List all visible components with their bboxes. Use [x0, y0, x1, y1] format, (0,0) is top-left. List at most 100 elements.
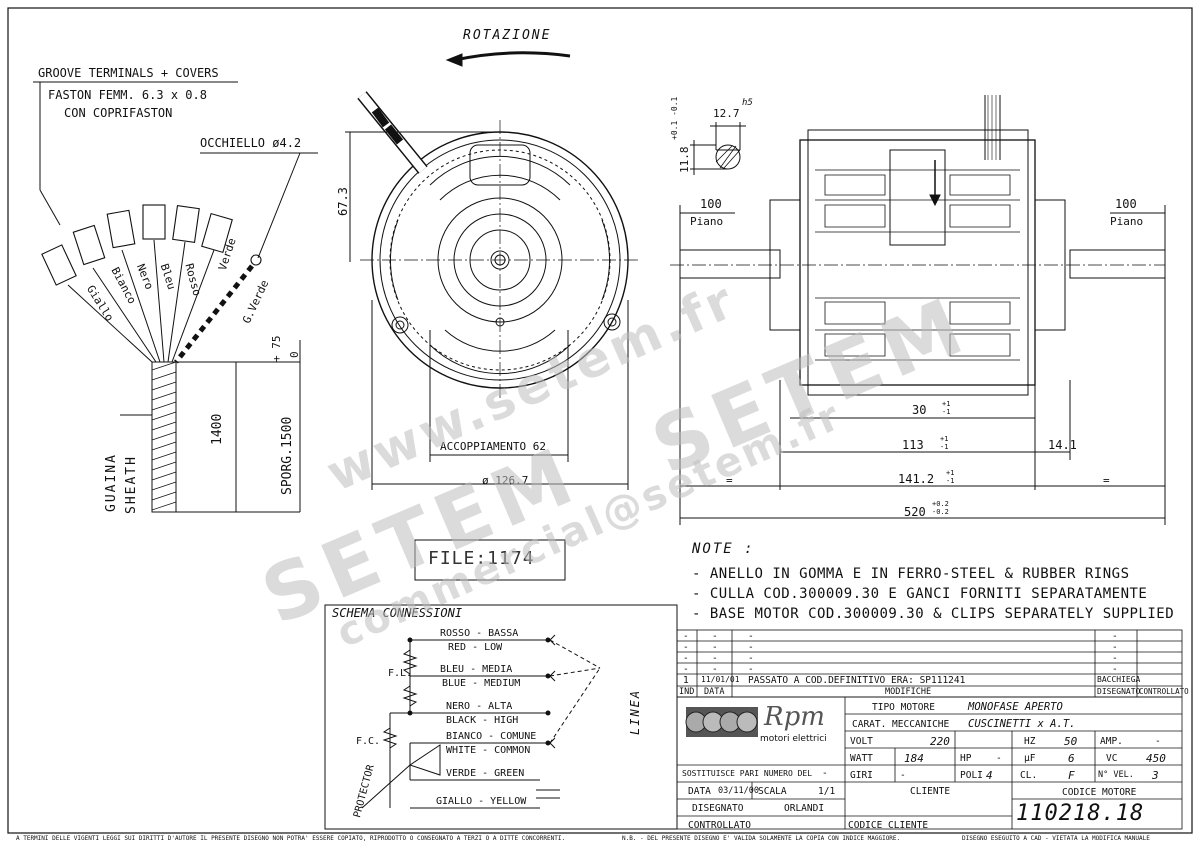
schema-fc: F.C.	[356, 736, 381, 747]
dim-sporg-tol-zero: 0	[288, 351, 301, 358]
rev-header-controllato: CONTROLLATO	[1139, 687, 1189, 696]
schema-linea: LINEA	[628, 688, 642, 735]
dim-sporg-tol-plus: + 75	[270, 335, 283, 363]
codice-motore-label: CODICE MOTORE	[1062, 787, 1137, 798]
faston-terminals	[41, 204, 262, 286]
terminal-leaders	[33, 81, 318, 259]
uf-label: µF	[1024, 753, 1036, 764]
rev-header-data: DATA	[704, 687, 725, 697]
poli-label: POLI	[960, 770, 983, 781]
volt-value: 220	[930, 735, 950, 748]
title-block-grid	[676, 696, 1183, 830]
hp-label: HP	[960, 753, 972, 764]
note-item-2: - CULLA COD.300009.30 E GANCI FORNITI SE…	[692, 586, 1148, 602]
rev-r0-date: -	[712, 631, 718, 642]
rev-r3-mod: -	[748, 664, 754, 675]
rev-r4-date: 11/01/01	[701, 675, 740, 684]
data-label: DATA	[688, 786, 711, 797]
wire-bundle	[67, 239, 254, 513]
volt-label: VOLT	[850, 736, 873, 747]
dim-piano-right: Piano	[1110, 215, 1144, 228]
rotation-label: ROTAZIONE	[463, 28, 552, 43]
rev-header-disegnato: DISEGNATO	[1097, 687, 1141, 696]
dim-shaft-height-tol: +0.1 -0.1	[670, 96, 679, 140]
rev-r0-mod: -	[748, 631, 754, 642]
nvel-label: N° VEL.	[1098, 770, 1134, 780]
terminals-coprifaston: CON COPRIFASTON	[64, 106, 173, 120]
rev-r2-ind: -	[683, 653, 689, 664]
sostituisce-value: -	[822, 768, 828, 779]
dim-shaft-tol: h5	[742, 98, 753, 108]
dim-equal-right: =	[1103, 474, 1110, 487]
disegnato-label: DISEGNATO	[692, 803, 744, 814]
schema-wire-nero: NERO - ALTA	[446, 701, 513, 712]
dim-shaft-height: 11.8	[678, 146, 691, 174]
notes-title: NOTE :	[692, 541, 755, 557]
poli-value: 4	[986, 769, 993, 782]
cl-value: F	[1068, 769, 1075, 782]
note-item-1: - ANELLO IN GOMMA E IN FERRO-STEEL & RUB…	[692, 566, 1130, 582]
codice-motore-value: 110218.18	[1016, 801, 1145, 826]
rev-r1-date: -	[712, 642, 718, 653]
rpm-logo-graphic	[685, 707, 758, 737]
brand-name: Rpm	[764, 702, 825, 732]
revision-table-grid	[676, 629, 1183, 698]
rev-r4-dis: BACCHIEGA	[1097, 675, 1141, 684]
rev-r3-date: -	[712, 664, 718, 675]
carat-label: CARAT. MECCANICHE	[852, 719, 950, 730]
front-dimension-lines	[345, 131, 629, 581]
hz-value: 50	[1064, 735, 1078, 748]
carat-value: CUSCINETTI x A.T.	[968, 718, 1076, 730]
dim-piano-left: Piano	[690, 215, 724, 228]
controllato-label: CONTROLLATO	[688, 820, 751, 831]
rev-r3-ind: -	[683, 664, 689, 675]
schema-wire-bianco: BIANCO - COMUNE	[446, 731, 537, 742]
rev-header-modifiche: MODIFICHE	[885, 687, 932, 697]
note-item-3: - BASE MOTOR COD.300009.30 & CLIPS SEPAR…	[692, 606, 1175, 622]
sostituisce-label: SOSTITUISCE PARI NUMERO DEL	[682, 769, 813, 778]
tipo-label: TIPO MOTORE	[872, 702, 935, 713]
giri-label: GIRI	[850, 770, 873, 781]
eyelet-label: OCCHIELLO ø4.2	[200, 136, 302, 150]
rev-r4-mod: PASSATO A COD.DEFINITIVO ERA: SP111241	[748, 675, 966, 686]
dim-14-1: 14.1	[1048, 438, 1077, 452]
brand-subtitle: motori elettrici	[760, 734, 827, 744]
schema-box	[324, 604, 678, 830]
hp-value: -	[996, 753, 1002, 764]
dim-113-tol: +1 -1	[940, 435, 949, 451]
dim-141-2: 141.2	[898, 472, 935, 486]
rev-r1-dis: -	[1112, 642, 1118, 653]
footer-note: N.B. - DEL PRESENTE DISEGNO E' VALIDA SO…	[622, 835, 901, 842]
sheath-label-it: GUAINA	[104, 453, 119, 512]
schema-wire-black: BLACK - HIGH	[446, 715, 519, 726]
dim-sporg: SPORG.1500	[280, 416, 295, 495]
schema-wire-blue: BLUE - MEDIUM	[442, 678, 521, 689]
vc-label: VC	[1106, 753, 1118, 764]
cl-label: CL.	[1020, 770, 1038, 781]
rev-r2-date: -	[712, 653, 718, 664]
nvel-value: 3	[1152, 769, 1159, 782]
scala-label: SCALA	[758, 786, 787, 797]
watt-label: WATT	[850, 753, 873, 764]
dim-67-3: 67.3	[336, 187, 350, 216]
dim-diameter: ø 126.7	[482, 474, 529, 487]
rev-r2-dis: -	[1112, 653, 1118, 664]
schema-wire-verde: VERDE - GREEN	[446, 768, 525, 779]
tipo-value: MONOFASE APERTO	[968, 701, 1063, 713]
rotation-arrowhead	[445, 53, 463, 67]
rev-r2-mod: -	[748, 653, 754, 664]
hz-label: HZ	[1024, 736, 1036, 747]
dim-accoppiamento: ACCOPPIAMENTO 62	[440, 440, 546, 453]
uf-value: 6	[1068, 752, 1075, 765]
rev-r0-ind: -	[683, 631, 689, 642]
terminals-faston: FASTON FEMM. 6.3 x 0.8	[48, 88, 207, 102]
amp-value: -	[1155, 736, 1161, 747]
rev-r0-dis: -	[1112, 631, 1118, 642]
dim-113: 113	[902, 438, 924, 452]
vc-value: 450	[1146, 752, 1166, 765]
rev-r3-dis: -	[1112, 664, 1118, 675]
rev-header-ind: IND	[679, 687, 695, 697]
schema-wire-rosso: ROSSO - BASSA	[440, 628, 519, 639]
dim-520: 520	[904, 505, 926, 519]
